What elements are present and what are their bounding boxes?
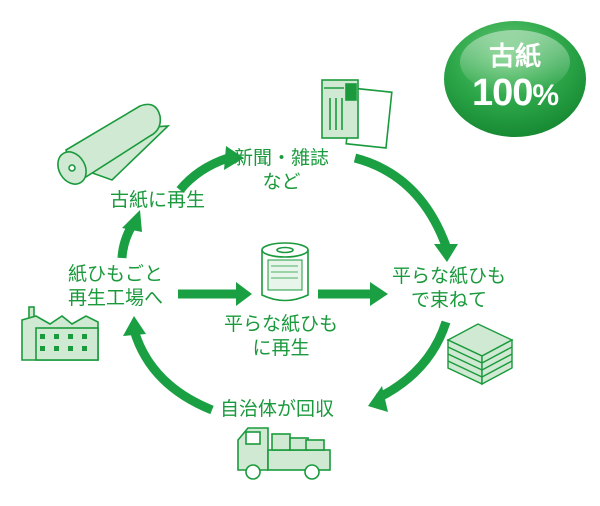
step-recycle-line1: 古紙に再生 <box>110 189 206 211</box>
newspaper-magazine-icon <box>321 79 393 149</box>
badge-title: 古紙 <box>488 41 541 71</box>
step-center-label: 平らな紙ひも に再生 <box>224 312 338 360</box>
step-factory-line1: 紙ひもごと <box>68 263 164 285</box>
badge-percent-sign: % <box>532 79 559 112</box>
factory-icon <box>21 306 99 361</box>
arrow-newspapers-to-bundle <box>353 153 451 248</box>
step-collect-line1: 自治体が回収 <box>220 398 335 420</box>
step-bundle-label: 平らな紙ひも で束ねて <box>392 264 506 312</box>
step-bundle-line1: 平らな紙ひも <box>392 265 507 287</box>
arrowhead <box>224 146 244 170</box>
step-collect-label: 自治体が回収 <box>220 397 334 421</box>
arrowhead <box>368 386 388 412</box>
arrowhead <box>122 210 142 232</box>
paper-roll-icon <box>57 103 171 185</box>
step-newspapers-label: 新聞・雑誌 など <box>234 146 329 194</box>
arrow-collect-to-factory <box>129 328 214 415</box>
arrowhead <box>123 316 146 336</box>
arrowhead <box>370 282 388 306</box>
step-center-line2: に再生 <box>252 337 310 359</box>
arrowhead <box>236 282 252 306</box>
badge-value: 100 <box>471 72 533 114</box>
step-newspapers-line1: 新聞・雑誌 <box>234 147 330 169</box>
collection-truck-icon <box>237 427 331 480</box>
step-center-line1: 平らな紙ひも <box>224 313 339 335</box>
arrow-recycle-to-newspapers <box>176 153 230 193</box>
arrowhead <box>434 244 458 262</box>
badge-circle <box>444 21 586 137</box>
step-newspapers-line2: など <box>262 171 301 193</box>
step-factory-line2: 再生工場へ <box>68 287 164 309</box>
arrow-bundle-to-collect <box>375 320 451 403</box>
badge-percentage: 100% <box>444 72 586 115</box>
step-bundle-line2: で束ねて <box>411 289 488 311</box>
step-factory-label: 紙ひもごと 再生工場へ <box>68 262 163 310</box>
paper-bundle-icon <box>446 323 514 386</box>
waste-paper-100-badge: 古紙 100% <box>444 22 586 136</box>
step-recycle-label: 古紙に再生 <box>110 188 205 212</box>
paper-string-roll-icon <box>261 242 309 302</box>
